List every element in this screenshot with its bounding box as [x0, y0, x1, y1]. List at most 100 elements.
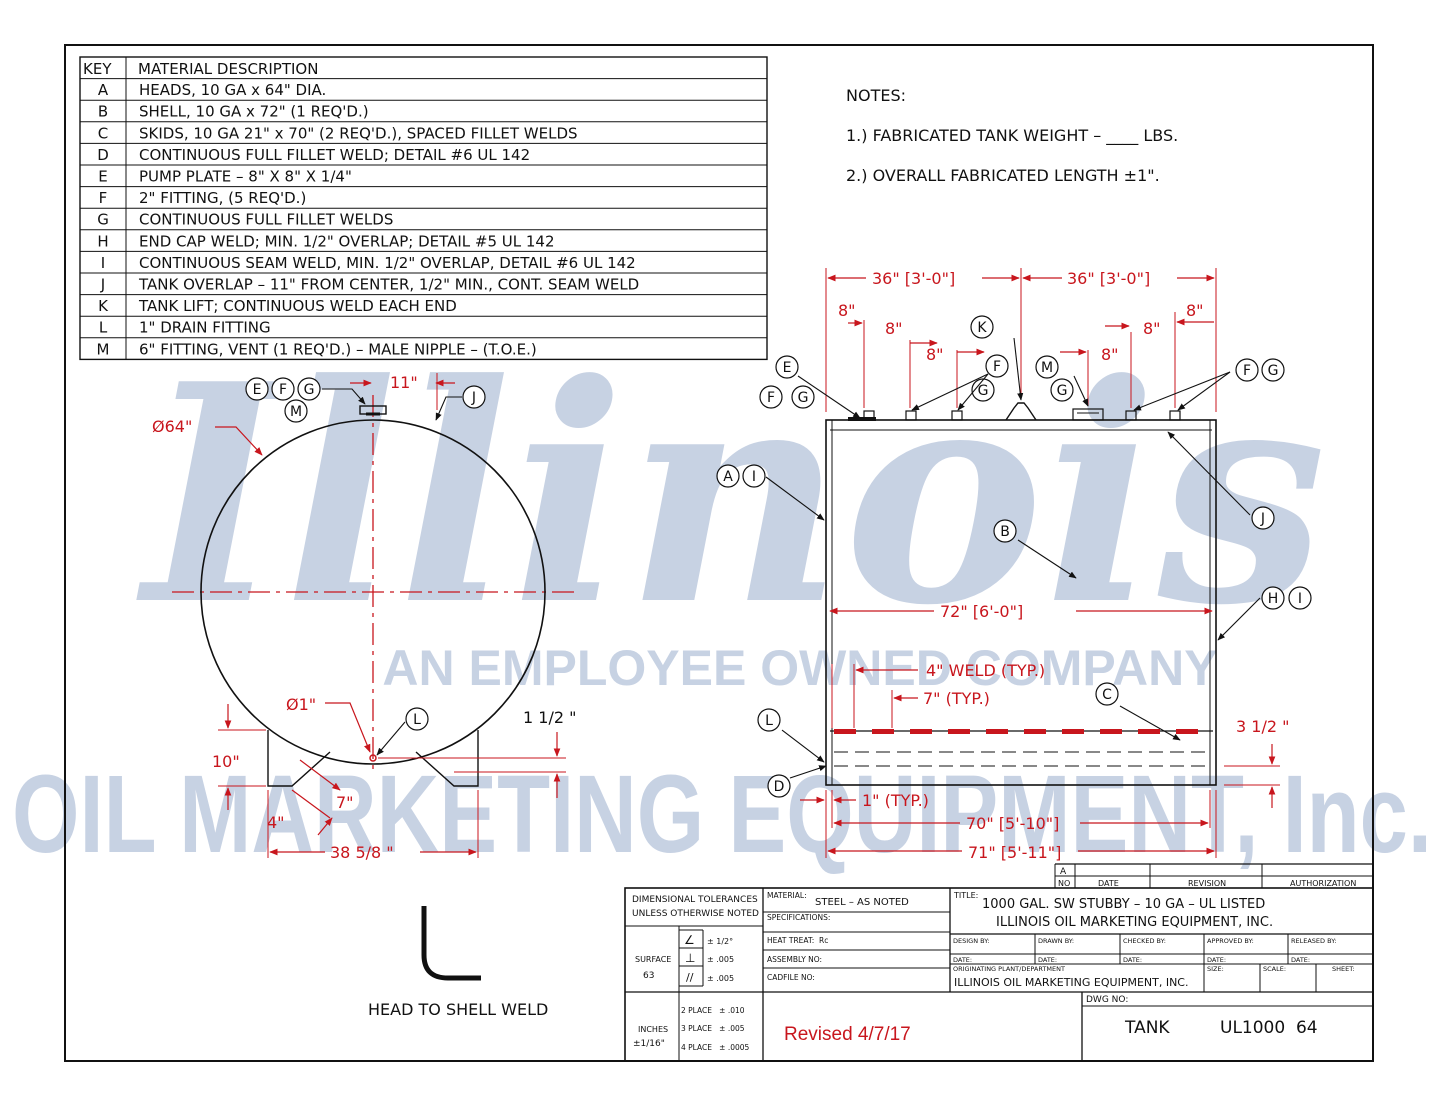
callout-bubble-letter: I: [752, 469, 756, 485]
material-description: CONTINUOUS SEAM WELD, MIN. 1/2" OVERLAP,…: [139, 254, 636, 272]
bubble-end-f: F: [271, 377, 295, 401]
dim-8-b: 8": [885, 319, 903, 338]
leader-side-c: [1119, 705, 1181, 741]
callout-bubble-letter: L: [765, 713, 773, 729]
material-description: TANK LIFT; CONTINUOUS WELD EACH END: [138, 297, 457, 315]
callout-bubble-letter: H: [1268, 591, 1279, 607]
surface-label: SURFACE: [635, 955, 671, 964]
dim-skid-len: 70" [5'-10"]: [966, 814, 1059, 833]
callout-bubble-letter: G: [1057, 383, 1068, 399]
tank-head-circle: [200, 419, 546, 765]
material-description: SKIDS, 10 GA 21" x 70" (2 REQ'D.), SPACE…: [139, 124, 578, 142]
dim-8-c: 8": [926, 345, 944, 364]
dim-skid-span: 38 5/8 ": [330, 843, 394, 862]
callout-bubble-circle: [971, 378, 995, 402]
callout-bubble-letter: J: [1260, 511, 1265, 527]
skid-weld-segment: [948, 729, 970, 734]
material-key: B: [98, 103, 108, 121]
watermark: Illinois AN EMPLOYEE OWNED COMPANY OIL M…: [12, 318, 1432, 876]
callout-bubble-letter: L: [413, 712, 421, 728]
rev-revision: REVISION: [1188, 879, 1226, 888]
weld-detail: HEAD TO SHELL WELD: [368, 906, 548, 1019]
bubble-side-i: I: [742, 464, 766, 488]
tol-par: ± .005: [707, 974, 734, 983]
rev-auth: AUTHORIZATION: [1290, 879, 1356, 888]
notes: NOTES: 1.) FABRICATED TANK WEIGHT – ____…: [846, 86, 1178, 185]
callout-bubble-letter: F: [1243, 363, 1251, 379]
dim-weld: 4" WELD (TYP.): [926, 661, 1045, 680]
bubble-side-l: L: [757, 708, 781, 732]
dim-overall: 71" [5'-11"]: [968, 843, 1061, 862]
leader-diameter: [215, 426, 263, 456]
callout-bubble-circle: [757, 708, 781, 732]
skid-weld-segment: [910, 729, 932, 734]
date-1: DATE:: [953, 956, 972, 964]
place-2: 2 PLACE ± .010: [681, 1006, 745, 1015]
callout-bubble-circle: [970, 315, 994, 339]
tol-perp: ± .005: [707, 955, 734, 964]
callout-bubble-circle: [985, 354, 1009, 378]
tank-lift: [1005, 402, 1037, 421]
material-key: A: [98, 81, 109, 99]
dim-length: 72" [6'-0"]: [940, 602, 1023, 621]
material-key: E: [98, 168, 107, 186]
bubble-side-g4: G: [1261, 358, 1285, 382]
callout-bubble-circle: [791, 385, 815, 409]
material-key: J: [100, 276, 105, 294]
material-key: L: [99, 319, 108, 337]
title-block-text: A NO DATE REVISION AUTHORIZATION DIMENSI…: [632, 867, 1356, 1052]
bubble-side-f: F: [759, 385, 783, 409]
fitting-2in-3: [951, 410, 963, 421]
callout-bubble-letter: F: [767, 390, 775, 406]
callout-bubble-letter: E: [783, 360, 792, 376]
callout-bubble-circle: [1095, 682, 1119, 706]
callout-bubble-letter: G: [798, 390, 809, 406]
callout-bubble-letter: F: [993, 359, 1001, 375]
note-2: 2.) OVERALL FABRICATED LENGTH ±1".: [846, 166, 1160, 185]
material-key: I: [101, 254, 105, 272]
dwg-no-label: DWG NO:: [1086, 995, 1128, 1005]
leader-side-ai: [765, 476, 825, 521]
fitting-2in-5: [1169, 410, 1181, 421]
checked-by: CHECKED BY:: [1123, 937, 1166, 945]
tol-title-1: DIMENSIONAL TOLERANCES: [632, 895, 758, 905]
callout-bubble-letter: F: [279, 382, 287, 398]
leader-side-b: [1017, 539, 1077, 579]
bubble-end-j: J: [462, 385, 486, 409]
leader-side-hi: [1217, 597, 1261, 641]
dim-skid-angle-line: [291, 789, 331, 819]
originating-label: ORIGINATING PLANT/DEPARTMENT: [953, 965, 1065, 973]
dim-skid-angle-line2: [299, 759, 341, 791]
callout-bubble-letter: E: [253, 382, 262, 398]
perp-symbol: ⊥: [685, 951, 695, 965]
callout-bubble-letter: C: [1102, 687, 1112, 703]
fitting-2in-1: [863, 410, 875, 419]
callout-bubble-circle: [767, 774, 791, 798]
dwg-no-2: UL1000 64: [1220, 1018, 1318, 1038]
callout-bubble-circle: [759, 385, 783, 409]
material-description: PUMP PLATE – 8" X 8" X 1/4": [139, 168, 352, 186]
dim-drain-height: 1 1/2 ": [523, 708, 576, 727]
leader-side-l: [781, 729, 825, 763]
bubble-side-i2: I: [1288, 586, 1312, 610]
angle-symbol: ∠: [684, 933, 695, 947]
callout-bubble-circle: [284, 399, 308, 423]
bubble-side-b: B: [993, 519, 1017, 543]
tb-frame: [624, 887, 1374, 1062]
dwg-no-1: TANK: [1124, 1018, 1170, 1038]
watermark-tagline: AN EMPLOYEE OWNED COMPANY: [382, 640, 1217, 696]
material-description: SHELL, 10 GA x 72" (1 REQ'D.): [139, 103, 369, 121]
rev-a: A: [1060, 867, 1067, 877]
callout-bubble-letter: K: [977, 320, 987, 336]
heat-treat-label: HEAT TREAT: Rc: [767, 936, 828, 945]
dim-top-left: 36" [3'-0"]: [872, 269, 955, 288]
end-skid-left: [267, 730, 331, 787]
date-2: DATE:: [1038, 956, 1057, 964]
skid-weld-segment: [1138, 729, 1160, 734]
material-key: C: [98, 124, 108, 142]
skid-weld-segment: [834, 729, 856, 734]
dim-diameter: Ø64": [152, 417, 192, 436]
place-4: 4 PLACE ± .0005: [681, 1043, 750, 1052]
skid-weld-segment: [1176, 729, 1198, 734]
